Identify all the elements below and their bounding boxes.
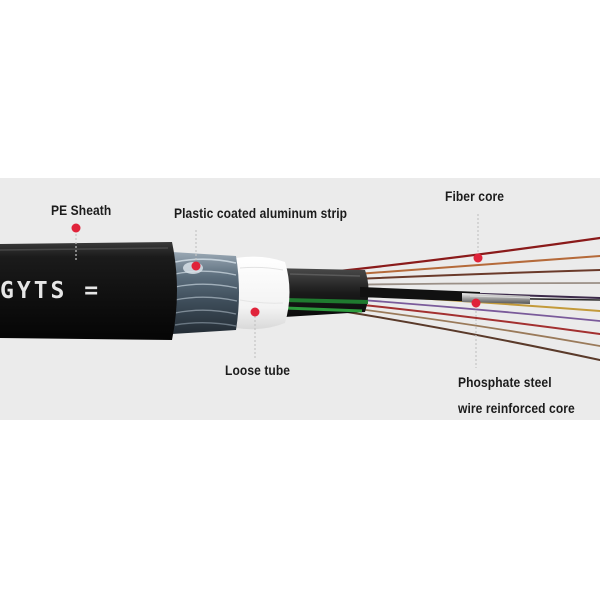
label-pe-sheath: PE Sheath: [51, 202, 112, 218]
label-steel-wire-line1: Phosphate steel: [458, 374, 552, 390]
label-aluminum-strip: Plastic coated aluminum strip: [174, 205, 348, 221]
marker-dots: [71, 223, 483, 317]
label-loose-tube: Loose tube: [225, 362, 291, 378]
marker-steel-wire: [471, 298, 481, 308]
label-steel-wire-line2: wire reinforced core: [458, 400, 575, 416]
marker-pe-sheath: [71, 223, 81, 233]
wrapping-tape: [236, 256, 290, 330]
marker-loose-tube: [250, 307, 260, 317]
marker-fiber-core: [473, 253, 483, 263]
steel-armour: [172, 252, 239, 334]
marker-aluminum-strip: [191, 261, 201, 271]
label-fiber-core: Fiber core: [445, 188, 505, 204]
cable-print-text: GYTS =: [0, 278, 101, 304]
pe-sheath: [0, 242, 177, 340]
loose-tube-bundle: [268, 268, 369, 318]
